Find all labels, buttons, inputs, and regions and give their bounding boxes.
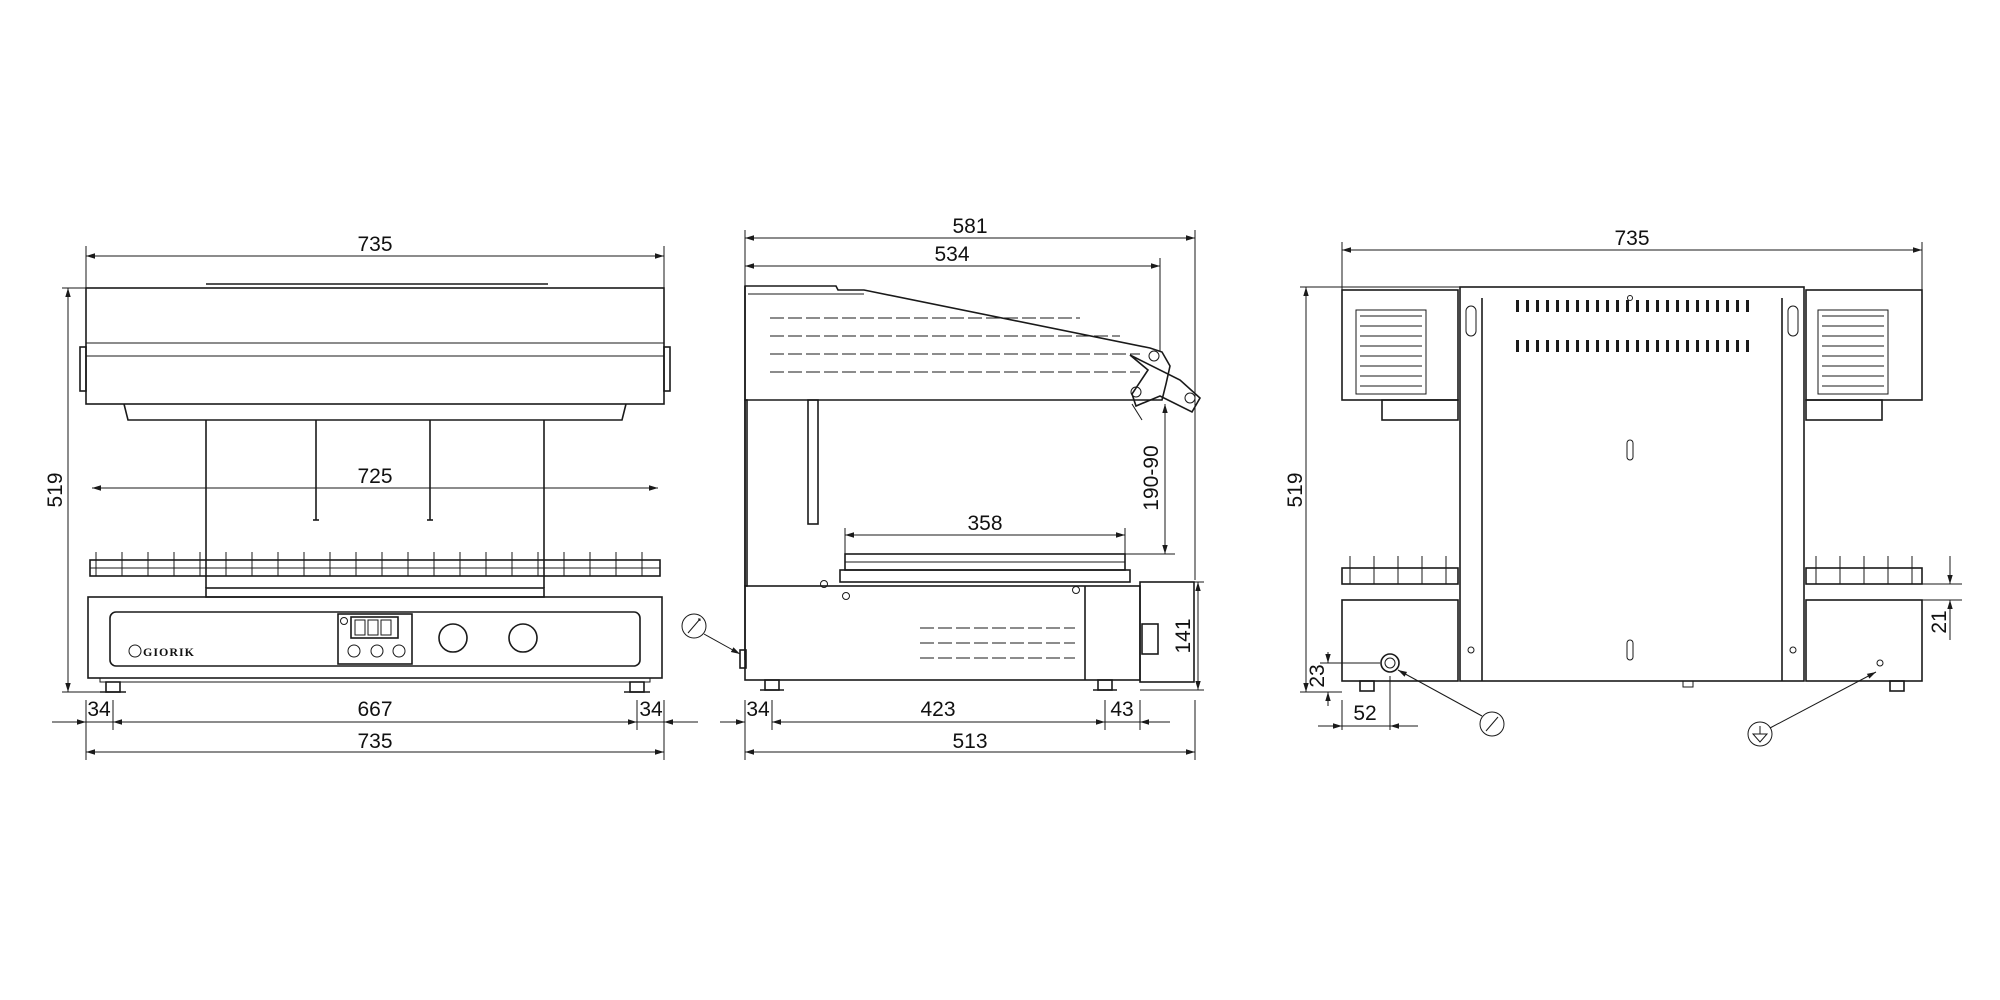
dim-tray-depth: 358 [967, 512, 1002, 535]
dim-base-width: 667 [357, 698, 392, 721]
side-hood-vents [770, 317, 1140, 373]
rear-left-grid-bars [1349, 556, 1447, 584]
gas-inlet [1380, 653, 1400, 673]
rear-view: 735 519 23 52 21 [1284, 227, 1962, 747]
side-view: 581 534 190-90 358 141 34 423 43 513 [681, 215, 1204, 760]
control-button[interactable] [392, 644, 406, 658]
dim-base-depth: 513 [952, 730, 987, 753]
front-view: GIORIK 735 519 725 34 667 34 [44, 233, 698, 760]
hinge-arm [1129, 354, 1202, 414]
dim-foot-right: 34 [639, 698, 663, 721]
dim-side-foot: 34 [746, 698, 770, 721]
dim-gas-inlet-offset: 52 [1353, 702, 1376, 725]
dim-rear-height: 519 [1284, 472, 1307, 507]
side-base-vents [920, 627, 1075, 659]
control-knob[interactable] [508, 623, 538, 653]
control-knob[interactable] [438, 623, 468, 653]
control-panel [337, 613, 413, 665]
dim-hood-depth: 534 [934, 243, 969, 266]
svg-text:GIORIK: GIORIK [143, 645, 195, 659]
dim-rear-side: 21 [1928, 610, 1951, 633]
dim-grid-width: 725 [357, 465, 392, 488]
dim-side-depth: 581 [952, 215, 987, 238]
dim-feet-spacing: 423 [920, 698, 955, 721]
dim-rear-offset: 43 [1110, 698, 1133, 721]
earth-connection-symbol [1747, 671, 1877, 747]
control-button[interactable] [347, 644, 361, 658]
digital-display [350, 616, 399, 639]
dim-base-height: 141 [1172, 618, 1195, 653]
dim-gas-inlet-height: 23 [1306, 664, 1329, 687]
rear-right-grid-bars [1815, 556, 1913, 584]
dim-foot-left: 34 [87, 698, 111, 721]
brand-logo: GIORIK [128, 644, 195, 659]
dim-rear-width: 735 [1614, 227, 1649, 250]
dim-front-height: 519 [44, 472, 67, 507]
control-button[interactable] [370, 644, 384, 658]
dim-front-bottom-width: 735 [357, 730, 392, 753]
rear-right-hood-vents [1822, 315, 1884, 387]
rear-top-vents [1516, 300, 1752, 352]
dim-front-top-width: 735 [357, 233, 392, 256]
gas-connection-symbol [681, 613, 741, 655]
front-grid-bars [95, 552, 643, 576]
dim-hood-height-range: 190-90 [1140, 445, 1163, 510]
rear-gas-connection-symbol [1397, 669, 1505, 737]
rear-left-hood-vents [1360, 315, 1422, 387]
